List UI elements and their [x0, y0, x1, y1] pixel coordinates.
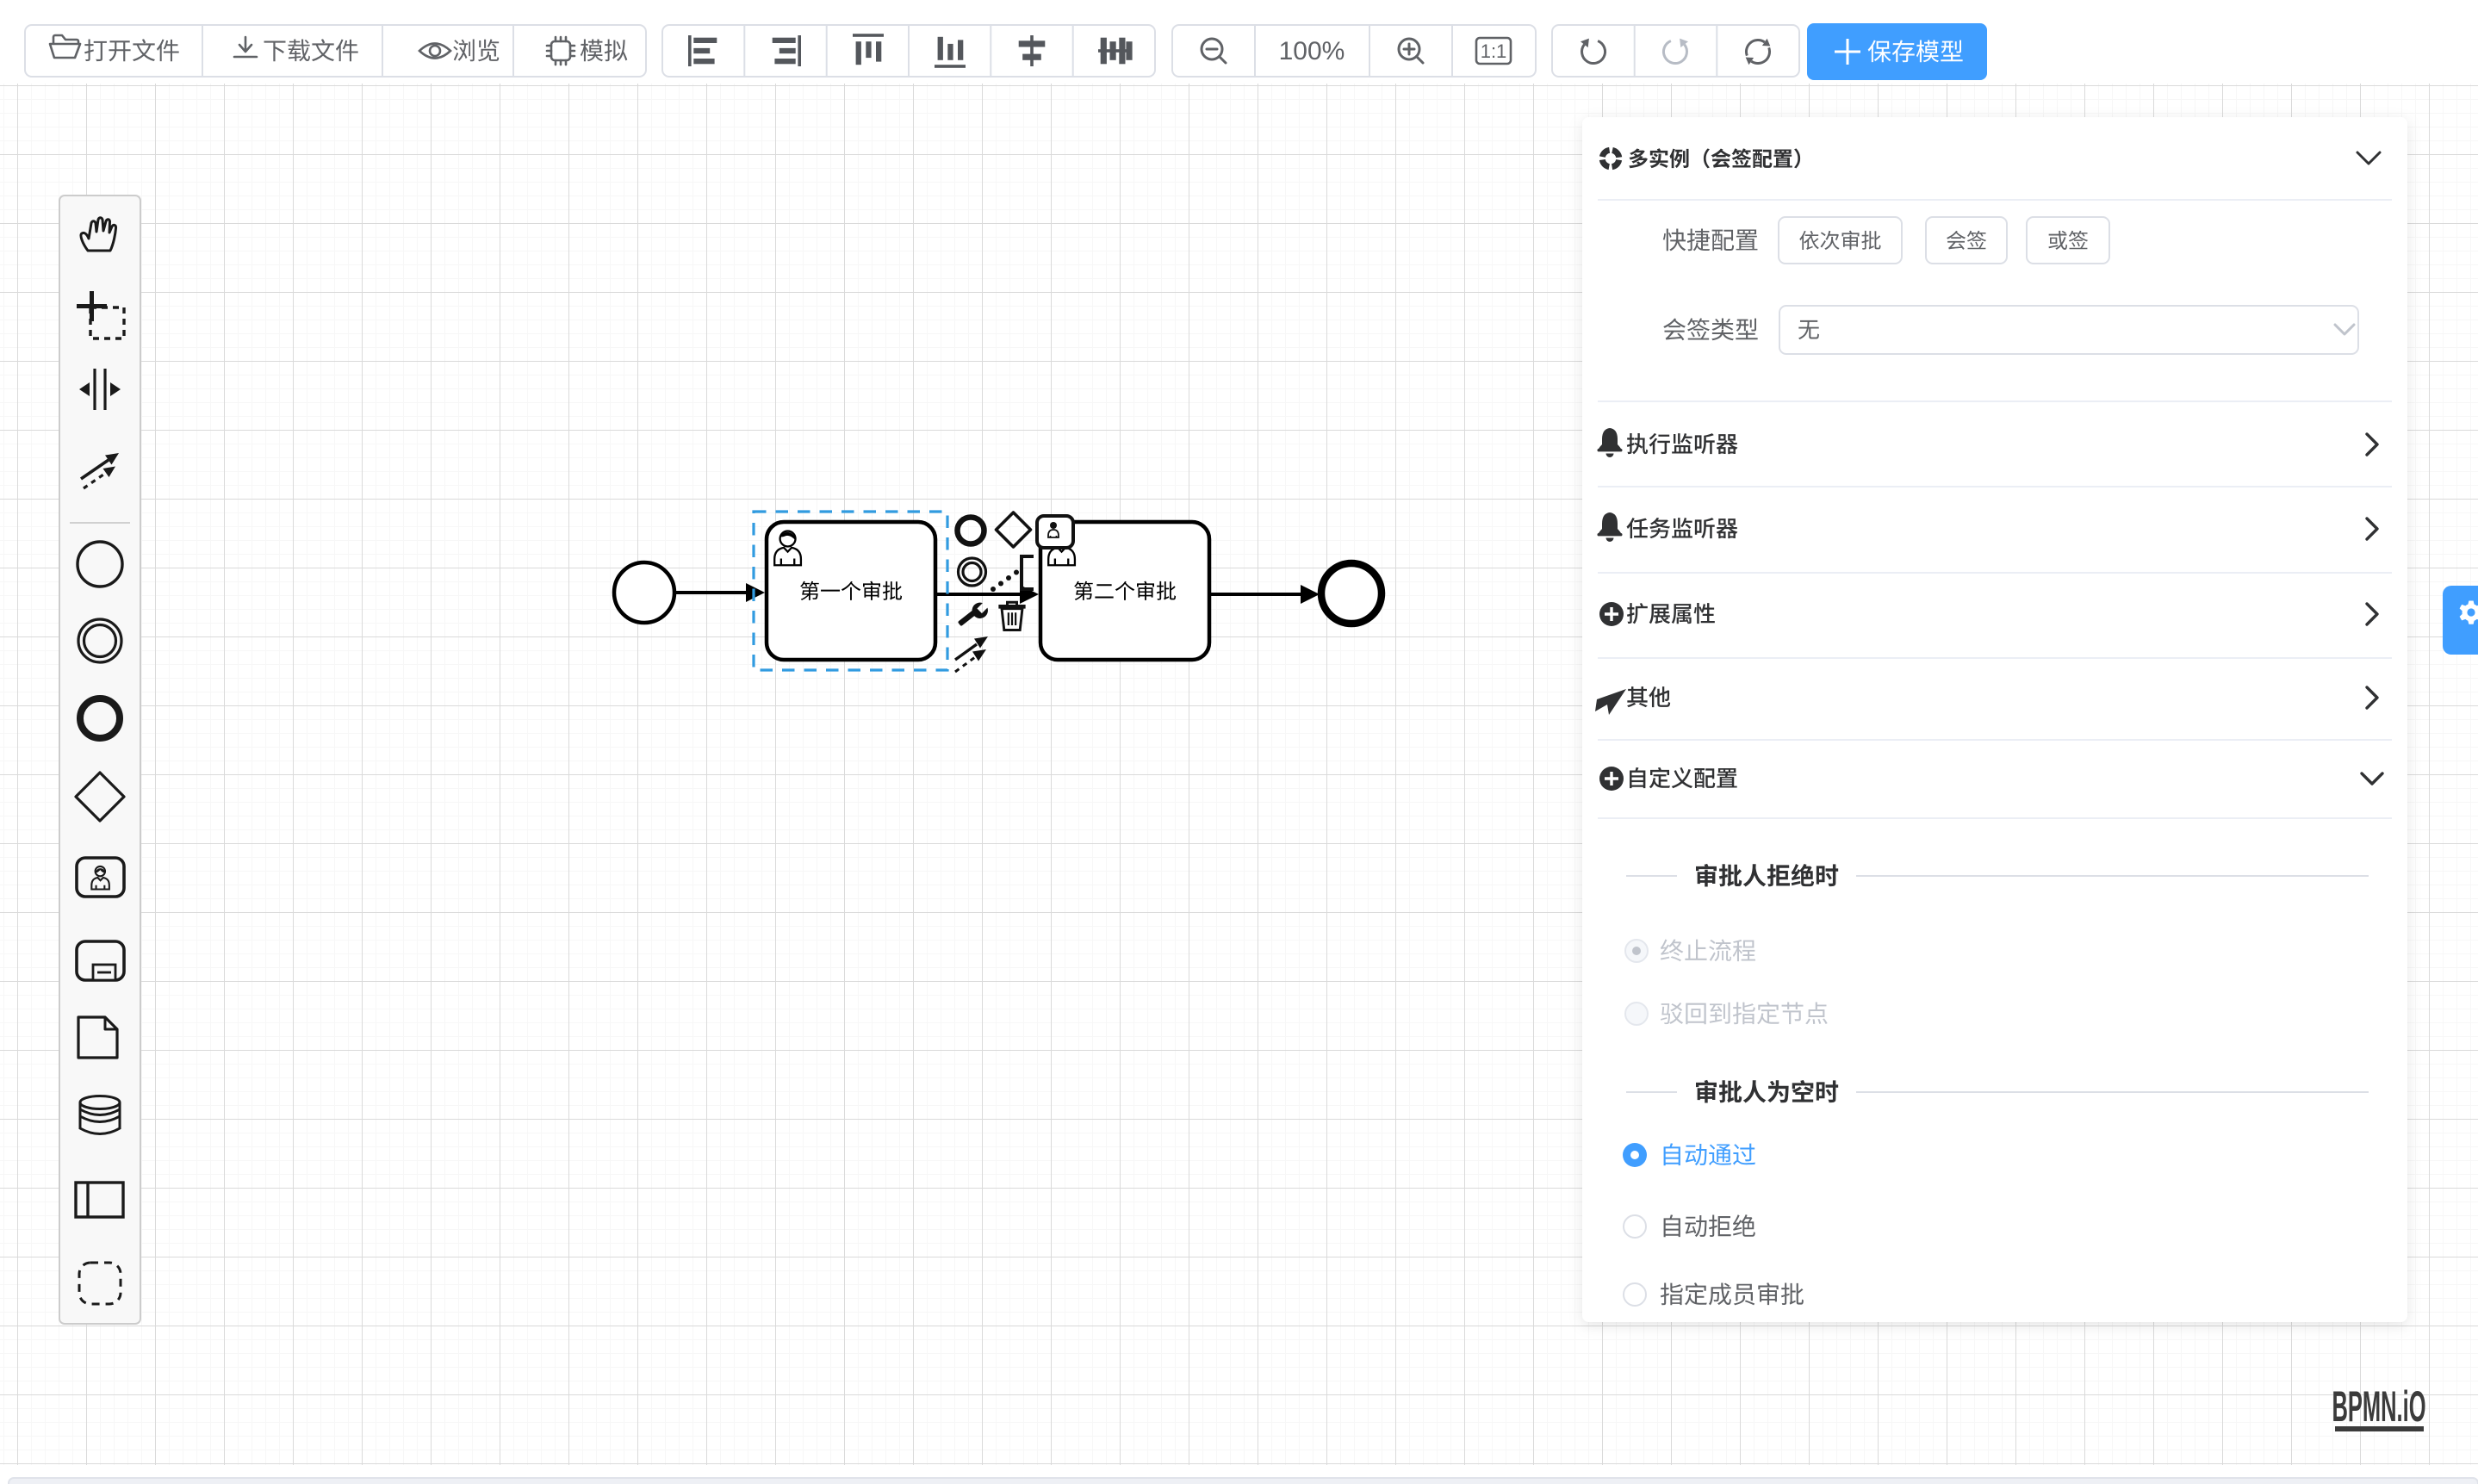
svg-text:100%: 100% — [1279, 37, 1345, 65]
svg-text:BPMN.iO: BPMN.iO — [2332, 1383, 2425, 1431]
svg-text:1:1: 1:1 — [1481, 40, 1507, 62]
